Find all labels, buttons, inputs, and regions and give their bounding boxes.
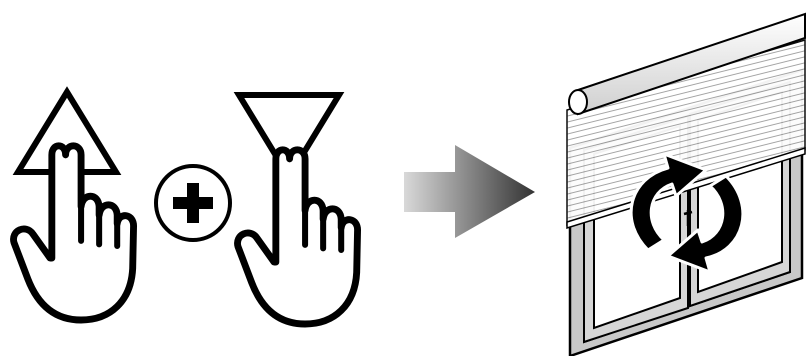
window-handle: [683, 210, 693, 226]
pointing-hand-icon: [10, 142, 137, 324]
refresh-cycle-icon: [629, 152, 745, 274]
plus-circle-icon: [154, 164, 232, 242]
pointing-hand-icon: [234, 146, 361, 328]
down-press-gesture: [233, 92, 361, 328]
right-arrow-icon: [404, 145, 535, 238]
roller-tube: [568, 12, 806, 116]
window-blind-illustration: [566, 12, 806, 356]
down-triangle-icon: [233, 92, 345, 183]
up-press-gesture: [10, 86, 137, 324]
